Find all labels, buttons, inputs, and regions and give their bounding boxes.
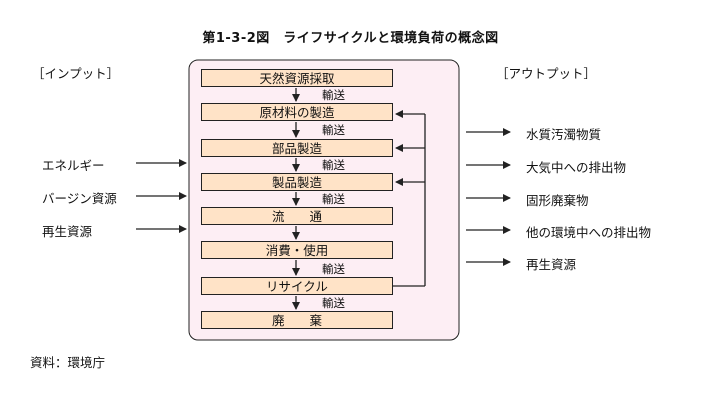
output-solid-waste: 固形廃棄物 (526, 193, 589, 208)
transport-label: 輸送 (322, 192, 345, 206)
output-arrows (466, 128, 511, 266)
transport-label: 輸送 (322, 123, 345, 137)
output-water-pollutants: 水質汚濁物質 (526, 127, 602, 142)
input-recycled-resources: 再生資源 (42, 224, 93, 239)
stage-parts-manufacturing: 部品製造 (201, 139, 393, 157)
source-note: 資料：環境庁 (30, 355, 106, 370)
output-other-environmental-emissions: 他の環境中への排出物 (526, 225, 652, 240)
input-virgin-resources: バージン資源 (42, 191, 117, 206)
output-air-emissions: 大気中への排出物 (526, 160, 627, 175)
stage-natural-resource-extraction: 天然資源採取 (201, 69, 393, 87)
transport-label: 輸送 (322, 158, 345, 172)
output-header: ［アウトプット］ (496, 66, 597, 81)
stage-recycling: リサイクル (201, 277, 393, 295)
transport-label: 輸送 (322, 262, 345, 276)
stage-consumption-use: 消費・使用 (201, 241, 393, 259)
process-container (188, 59, 460, 341)
diagram-title: 第1-3-2図 ライフサイクルと環境負荷の概念図 (202, 31, 499, 46)
stage-product-manufacturing: 製品製造 (201, 173, 393, 191)
input-energy: エネルギー (42, 158, 105, 173)
output-recycled-resources: 再生資源 (526, 257, 577, 272)
transport-label: 輸送 (322, 88, 345, 102)
stage-raw-material-manufacturing: 原材料の製造 (201, 103, 393, 121)
input-arrows (136, 159, 187, 233)
stage-distribution: 流 通 (201, 207, 393, 225)
stage-disposal: 廃 棄 (201, 311, 393, 329)
recycle-loop (393, 110, 426, 287)
transport-label: 輸送 (322, 296, 345, 310)
input-header: ［インプット］ (32, 66, 120, 81)
